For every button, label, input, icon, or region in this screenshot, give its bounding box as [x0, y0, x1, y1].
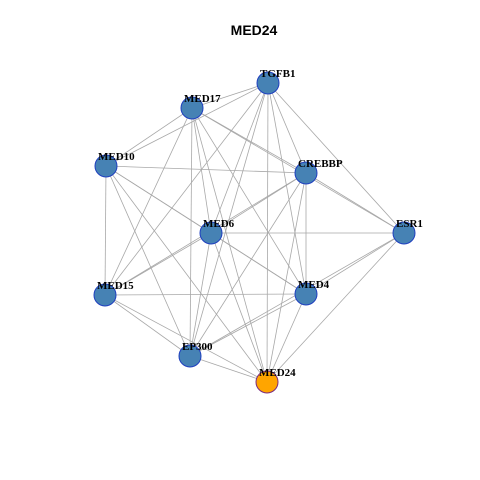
node-circle[interactable]: [294, 282, 318, 306]
edge-esr1-med24: [266, 232, 405, 383]
node-label: EP300: [182, 341, 213, 353]
edge-tgfb1-med6: [210, 82, 269, 234]
edge-tgfb1-crebbp: [267, 82, 307, 174]
node-circle[interactable]: [178, 344, 202, 368]
node-label: MED6: [203, 218, 235, 230]
node-tgfb1[interactable]: TGFB1: [256, 68, 295, 95]
edge-med17-med15: [104, 107, 193, 296]
node-circle[interactable]: [94, 154, 118, 178]
node-circle[interactable]: [392, 221, 416, 245]
edge-tgfb1-med17: [191, 82, 269, 109]
edge-tgfb1-esr1: [267, 82, 405, 234]
node-circle[interactable]: [256, 71, 280, 95]
edge-med6-med24: [210, 232, 268, 383]
node-label: ESR1: [396, 218, 423, 230]
node-circle[interactable]: [255, 370, 279, 394]
edge-med17-med6: [191, 107, 212, 234]
edge-med17-med10: [105, 107, 193, 167]
node-label: MED15: [97, 280, 134, 292]
edge-crebbp-med24: [266, 172, 307, 383]
node-label: MED17: [184, 93, 221, 105]
edge-tgfb1-med10: [105, 82, 269, 167]
edge-esr1-med4: [305, 232, 405, 295]
node-circle[interactable]: [180, 96, 204, 120]
edge-med4-ep300: [189, 293, 307, 357]
node-label: MED10: [98, 151, 135, 163]
edge-layer: [104, 82, 405, 383]
node-label: TGFB1: [260, 68, 295, 80]
edge-med10-med15: [104, 165, 107, 296]
edge-crebbp-ep300: [189, 172, 307, 357]
edge-med17-ep300: [189, 107, 193, 357]
graph-title: MED24: [231, 22, 278, 38]
edge-med15-ep300: [104, 294, 191, 357]
edge-ep300-med24: [189, 355, 268, 383]
edge-med4-med24: [266, 293, 307, 383]
node-med24[interactable]: MED24: [255, 367, 296, 394]
edge-med15-med4: [104, 293, 307, 296]
node-crebbp[interactable]: CREBBP: [294, 158, 343, 185]
node-ep300[interactable]: EP300: [178, 341, 213, 368]
node-circle[interactable]: [199, 221, 223, 245]
edge-med10-crebbp: [105, 165, 307, 174]
edge-tgfb1-med24: [266, 82, 269, 383]
node-circle[interactable]: [93, 283, 117, 307]
node-med15[interactable]: MED15: [93, 280, 134, 307]
edge-crebbp-esr1: [305, 172, 405, 234]
node-med6[interactable]: MED6: [199, 218, 235, 245]
node-med10[interactable]: MED10: [94, 151, 135, 178]
node-circle[interactable]: [294, 161, 318, 185]
edge-tgfb1-med4: [267, 82, 307, 295]
edge-tgfb1-med15: [104, 82, 269, 296]
node-esr1[interactable]: ESR1: [392, 218, 423, 245]
edge-med10-med24: [105, 165, 268, 383]
node-label: MED4: [298, 279, 330, 291]
node-label: CREBBP: [298, 158, 343, 170]
edge-med6-med15: [104, 232, 212, 296]
node-med4[interactable]: MED4: [294, 279, 330, 306]
edge-med17-med4: [191, 107, 307, 295]
edge-med6-med4: [210, 232, 307, 295]
node-med17[interactable]: MED17: [180, 93, 221, 120]
node-label: MED24: [259, 367, 296, 379]
edge-med10-ep300: [105, 165, 191, 357]
edge-med15-med24: [104, 294, 268, 383]
